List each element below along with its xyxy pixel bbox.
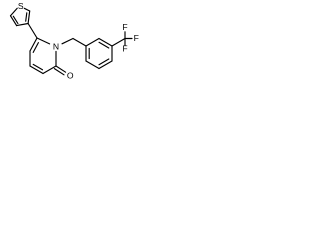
benzene-bond-c2-c3: [98, 37, 113, 47]
fluorine-bottom-label: F: [122, 44, 127, 54]
thiophene-pyridinone-link: [27, 22, 38, 39]
carbonyl-bond-2: [53, 68, 65, 76]
pyridinone-bond-c5-c6-inner: [32, 42, 39, 53]
thiophene-bond-c5-c4: [9, 15, 18, 27]
thiophene-bond-s-c5: [9, 7, 18, 17]
molecule-structure: S N O F F F: [9, 1, 139, 81]
pyridinone-bond-c5-c6: [29, 37, 38, 52]
pyridinone-ring: [29, 37, 57, 75]
pyridinone-bond-c2-c3: [42, 65, 57, 75]
benzene-bond-c1-c2: [85, 37, 100, 47]
pyridinone-bond-c3-c4-inner: [32, 63, 44, 71]
benzene-bond-c4-c5: [98, 60, 113, 70]
fluorine-right-label: F: [134, 33, 139, 43]
thiophene-ring: [9, 7, 31, 27]
thiophene-bond-c4-c3: [16, 22, 29, 27]
aryl-cf3-bond: [111, 37, 126, 47]
ch2-aryl-bond: [72, 37, 87, 47]
carbonyl-bond-1: [55, 65, 67, 73]
pyridinone-bond-c6-n1: [36, 37, 51, 45]
pyridinone-bond-c3-c4: [29, 65, 44, 75]
carbonyl: [53, 65, 67, 76]
thiophene-bond-c4-c5-inner: [12, 15, 19, 25]
thiophene-bond-c2-c3-inner: [25, 12, 28, 22]
sulfur-label: S: [18, 1, 24, 11]
thiophene-bond-c3-c2: [27, 10, 31, 25]
benzene-ring: [85, 37, 113, 70]
bonds: [9, 7, 133, 76]
benzene-bond-c4-c5-inner: [98, 58, 110, 66]
oxygen-label: O: [67, 71, 74, 81]
fluorine-top-label: F: [122, 22, 127, 32]
nitrogen-label: N: [53, 41, 59, 51]
benzene-bond-c5-c6: [85, 60, 100, 70]
atom-labels: S N O F F F: [18, 1, 139, 81]
trifluoromethyl-group: [111, 31, 133, 47]
thiophene-bond-c2-s: [23, 7, 31, 12]
benzene-bond-c2-c3-inner: [98, 41, 110, 49]
n-ch2-bond: [61, 37, 74, 45]
